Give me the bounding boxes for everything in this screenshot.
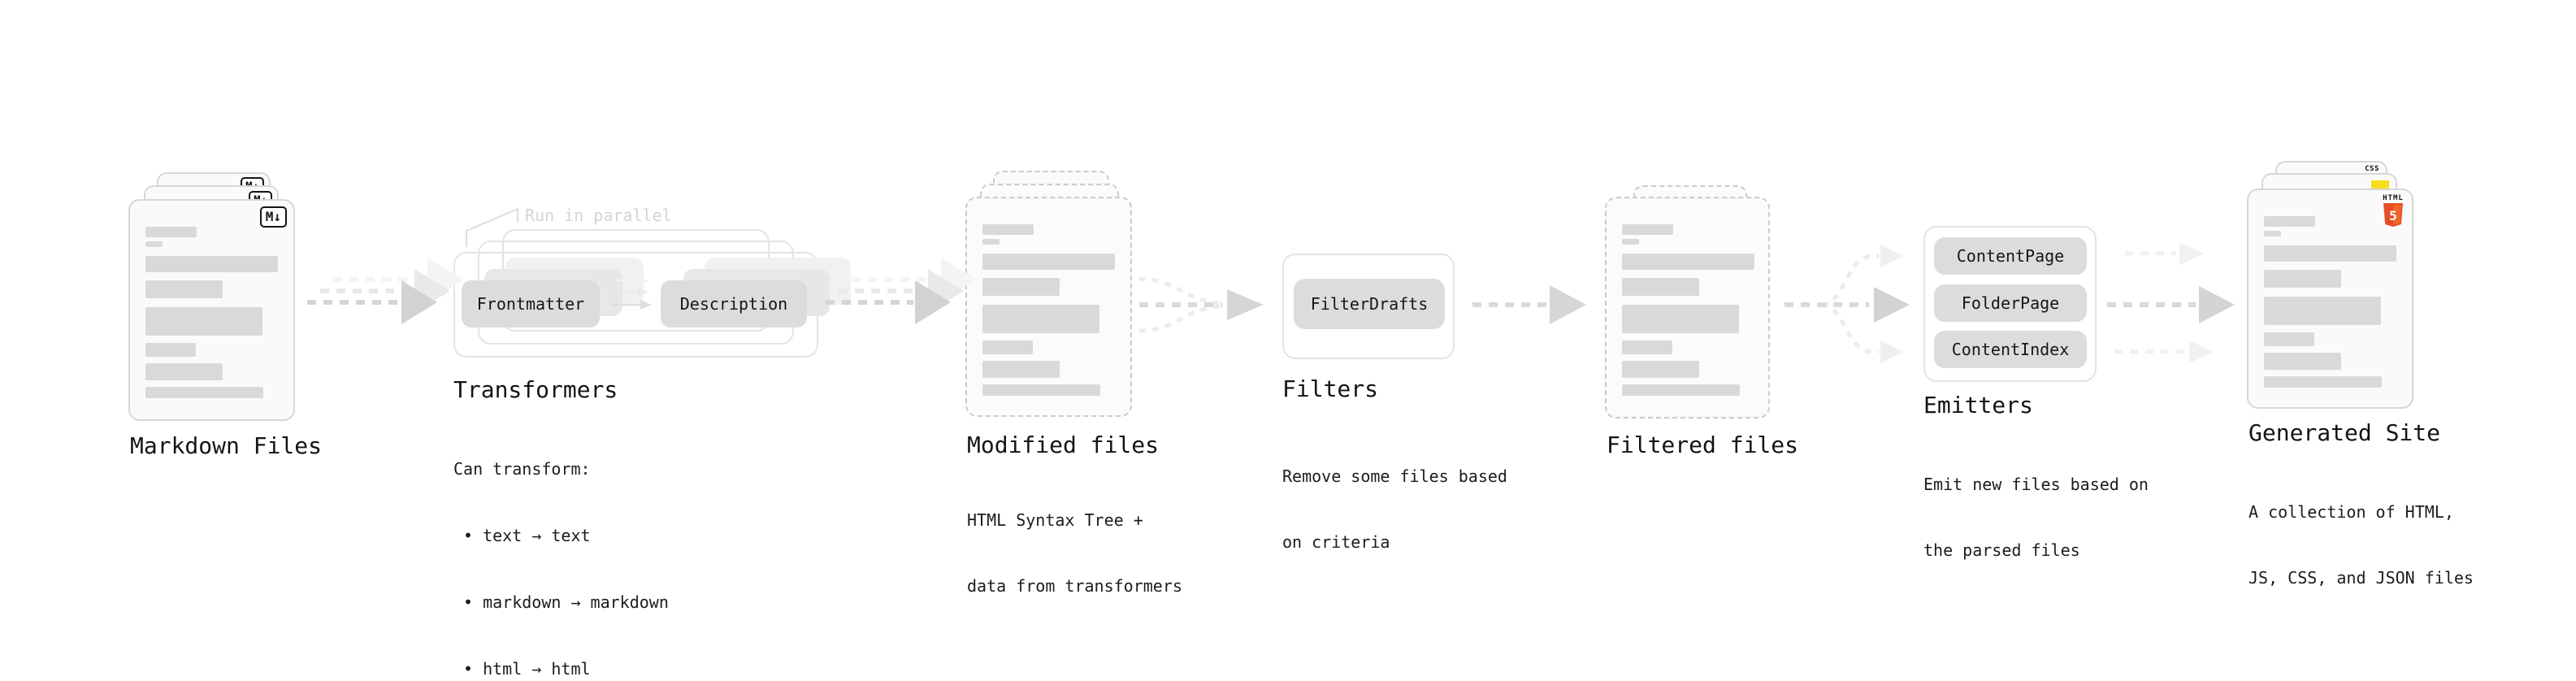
placeholder-text-bar: [2264, 216, 2315, 227]
body-line: HTML Syntax Tree +: [967, 510, 1143, 530]
placeholder-text-bar: [145, 256, 278, 272]
placeholder-text-bar: [1622, 305, 1739, 333]
folderpage-pill: FolderPage: [1934, 284, 2087, 322]
body-line: JS, CSS, and JSON files: [2249, 568, 2474, 588]
placeholder-text-bar: [145, 387, 263, 398]
markdown-files-title: Markdown Files: [130, 432, 323, 459]
placeholder-text-bar: [982, 224, 1034, 235]
description-pill: Description: [661, 280, 807, 327]
placeholder-text-bar: [982, 305, 1099, 333]
placeholder-text-bar: [2264, 297, 2381, 325]
placeholder-text-bar: [1622, 239, 1639, 245]
markdown-icon: M↓: [259, 206, 287, 228]
placeholder-text-bar: [2264, 270, 2341, 288]
body-line: • markdown → markdown: [463, 592, 669, 612]
arrow-filtered-to-emitters-split: [1785, 245, 1910, 363]
placeholder-text-bar: [1622, 278, 1699, 296]
file-card-front: [965, 197, 1132, 417]
placeholder-text-bar: [145, 307, 262, 336]
modified-files-title: Modified files: [967, 432, 1160, 458]
transformers-title: Transformers: [453, 376, 618, 403]
transformers-description: Can transform: • text → text • markdown …: [453, 414, 669, 681]
body-line: A collection of HTML,: [2249, 502, 2454, 522]
emitters-description: Emit new files based on the parsed files: [1923, 430, 2149, 605]
html5-icon: HTML 5: [2381, 194, 2405, 228]
placeholder-text-bar: [145, 280, 223, 298]
modified-files-description: HTML Syntax Tree + data from transformer…: [967, 466, 1182, 641]
arrow-modified-to-filters-merge: [1138, 276, 1264, 333]
placeholder-text-bar: [982, 254, 1115, 270]
body-line: Remove some files based: [1282, 466, 1507, 486]
contentpage-pill: ContentPage: [1934, 237, 2087, 275]
placeholder-text-bar: [1622, 361, 1699, 378]
placeholder-text-bar: [1622, 224, 1673, 235]
body-line: Can transform:: [453, 459, 591, 479]
contentindex-pill: ContentIndex: [1934, 331, 2087, 368]
body-line: the parsed files: [1923, 540, 2080, 560]
file-card-front: [1605, 197, 1770, 419]
arrow-markdown-to-transformers: [307, 258, 463, 324]
filters-description: Remove some files based on criteria: [1282, 422, 1507, 597]
placeholder-text-bar: [982, 384, 1100, 396]
filterdrafts-pill: FilterDrafts: [1294, 279, 1445, 329]
arrows-emitters-to-generated: [2107, 242, 2235, 363]
placeholder-text-bar: [145, 363, 223, 380]
frontmatter-pill: Frontmatter: [462, 280, 600, 327]
body-line: • text → text: [463, 526, 591, 545]
placeholder-text-bar: [982, 239, 1000, 245]
placeholder-text-bar: [982, 361, 1060, 378]
filtered-files-title: Filtered files: [1607, 432, 1799, 458]
placeholder-text-bar: [2264, 376, 2382, 388]
body-line: on criteria: [1282, 532, 1390, 552]
body-line: • html → html: [463, 659, 591, 679]
arrow-filters-to-filtered: [1472, 285, 1586, 324]
filters-title: Filters: [1282, 375, 1379, 402]
placeholder-text-bar: [1622, 340, 1672, 354]
body-line: data from transformers: [967, 576, 1182, 596]
placeholder-text-bar: [982, 340, 1033, 354]
placeholder-text-bar: [145, 343, 196, 357]
placeholder-text-bar: [982, 278, 1060, 296]
generated-site-title: Generated Site: [2249, 419, 2441, 446]
placeholder-text-bar: [145, 227, 197, 237]
placeholder-text-bar: [1622, 384, 1740, 396]
generated-site-description: A collection of HTML, JS, CSS, and JSON …: [2249, 458, 2474, 633]
placeholder-text-bar: [2264, 245, 2396, 262]
file-card-front: M↓: [128, 199, 295, 421]
placeholder-text-bar: [2264, 353, 2341, 370]
placeholder-text-bar: [2264, 332, 2314, 346]
placeholder-text-bar: [145, 241, 163, 247]
emitters-title: Emitters: [1923, 392, 2033, 419]
placeholder-text-bar: [2264, 231, 2281, 236]
file-card-html: HTML 5: [2247, 189, 2413, 409]
run-in-parallel-note: Run in parallel: [525, 206, 672, 225]
body-line: Emit new files based on: [1923, 475, 2149, 494]
html5-number: 5: [2389, 208, 2397, 223]
placeholder-text-bar: [1622, 254, 1754, 270]
